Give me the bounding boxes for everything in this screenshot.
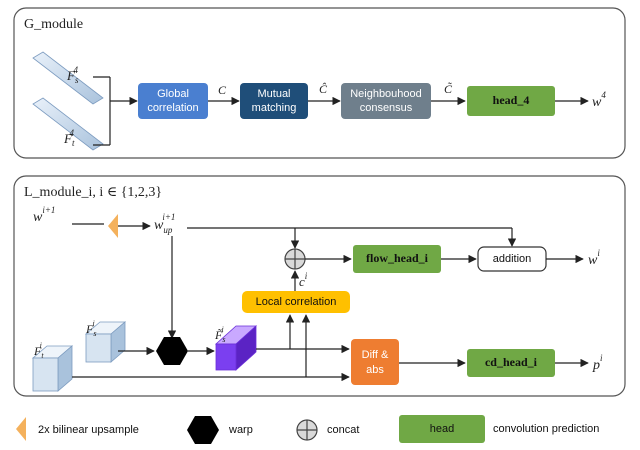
w-up-routing [167, 227, 517, 339]
g-source-feature-label: Fs4 [66, 65, 79, 85]
pi-output-label: pi [592, 353, 603, 373]
legend-upsample-label: 2x bilinear upsample [38, 424, 139, 436]
ci-label: ci [299, 271, 308, 289]
g-module-panel [13, 7, 626, 159]
source-feature-cube [84, 321, 127, 363]
head-4-box [467, 86, 555, 116]
legend-concat-label: concat [327, 424, 359, 436]
warp-node [156, 337, 188, 365]
diff-abs-line1: Diff & [362, 349, 389, 361]
legend-warp-label: warp [228, 424, 253, 436]
edge-c-label: C [218, 83, 227, 97]
global-correlation-line2: correlation [147, 102, 198, 114]
mutual-matching-line2: matching [252, 102, 297, 114]
target-feature-label: Fti [33, 341, 44, 360]
neighbourhood-consensus-line1: Neighbouhood [350, 88, 422, 100]
w-up-label: wupi+1 [154, 212, 175, 235]
legend-warp-icon [187, 416, 219, 444]
w4-output-label: w4 [592, 90, 606, 110]
g-input-connector [93, 76, 138, 146]
concat-node [284, 248, 306, 270]
addition-label: addition [493, 253, 532, 265]
edge-c-hat-label: Ĉ [319, 82, 328, 96]
legend: 2x bilinear upsample warp concat head co… [16, 415, 599, 444]
mutual-matching-line1: Mutual [257, 88, 290, 100]
warped-feature-routing [256, 314, 350, 354]
cd-head-label: cd_head_i [485, 355, 538, 369]
upsample-icon [108, 214, 118, 238]
warped-source-feature-label: F̃si [214, 325, 225, 344]
neighbourhood-consensus-line2: consensus [360, 102, 413, 114]
global-correlation-box [138, 83, 208, 119]
legend-head-desc: convolution prediction [493, 423, 599, 435]
target-feature-routing [72, 314, 350, 382]
global-correlation-line1: Global [157, 88, 189, 100]
neighbourhood-consensus-box [341, 83, 431, 119]
legend-head-label: head [430, 423, 454, 435]
g-target-feature [32, 97, 104, 151]
legend-upsample-icon [16, 417, 26, 441]
legend-head-box [399, 415, 485, 443]
diff-abs-line2: abs [366, 364, 384, 376]
edge-c-tilde-label: C̃ [444, 82, 453, 96]
target-feature-cube [31, 345, 74, 392]
head-4-label: head_4 [493, 93, 530, 107]
g-target-feature-label: Ft4 [63, 128, 75, 148]
mutual-matching-box [240, 83, 308, 119]
l-module-title: L_module_i, i ∈ {1,2,3} [24, 185, 162, 200]
flow-head-label: flow_head_i [366, 251, 429, 265]
w-input-label: wi+1 [33, 205, 55, 225]
source-feature-label: Fsi [85, 319, 96, 338]
cd-head-box [467, 349, 555, 377]
g-module-title: G_module [24, 17, 83, 32]
g-source-feature [32, 51, 104, 105]
warped-source-feature-cube [214, 325, 258, 371]
diff-abs-box [351, 339, 399, 385]
local-correlation-label: Local correlation [256, 296, 337, 308]
legend-concat-icon [296, 419, 318, 441]
wi-output-label: wi [588, 248, 600, 268]
flow-head-box [353, 245, 441, 273]
local-correlation-box [242, 291, 350, 313]
